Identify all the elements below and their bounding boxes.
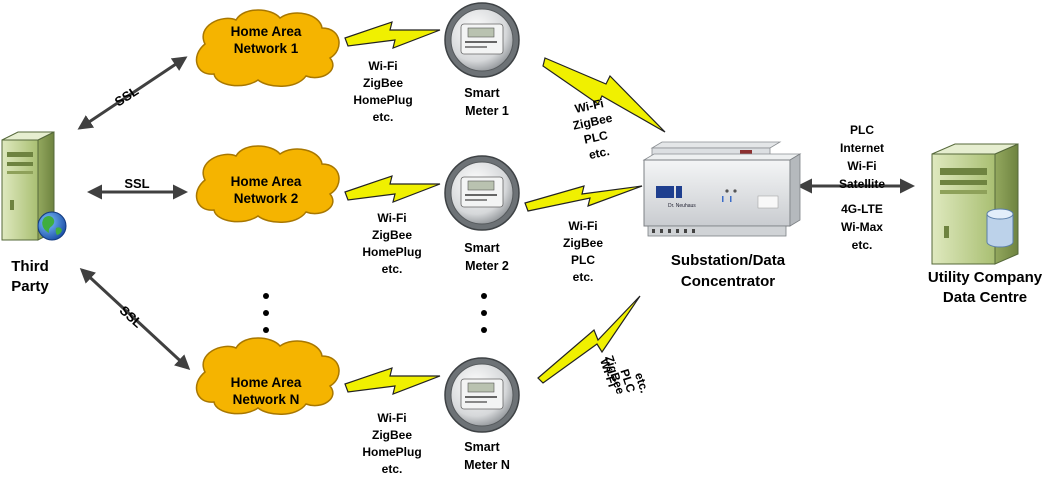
han-protocols-2: Wi-Fi ZigBee HomePlug etc. [362, 211, 421, 276]
wan-proto-2: Wi-Fi [847, 159, 876, 173]
han-1-proto-1: ZigBee [363, 76, 403, 90]
ssl-link-1 [77, 56, 188, 130]
network-1-label: Home Area [231, 24, 302, 39]
wan-proto-1: Internet [840, 141, 884, 155]
han-2-proto-1: ZigBee [372, 228, 412, 242]
third-party-label-2: Party [11, 278, 49, 295]
ellipsis-meters [481, 293, 487, 333]
han-2-proto-2: HomePlug [362, 245, 421, 259]
han-wireless-bolt-n [344, 367, 441, 395]
utility-label-2: Data Centre [943, 289, 1027, 306]
device-brand-text: Dr. Neuhaus [668, 203, 696, 209]
nan-1-proto-3: etc. [588, 144, 611, 162]
home-area-network-1-cloud: Home Area Network 1 [195, 9, 340, 87]
wan-proto-5: Wi-Max [841, 220, 883, 234]
data-concentrator-device-icon: Dr. Neuhaus [642, 141, 802, 237]
utility-label: Utility Company [928, 269, 1043, 286]
meter-2-label-2: Meter 2 [465, 259, 509, 273]
third-party-server-icon [1, 131, 55, 241]
han-wireless-bolt-1 [344, 21, 441, 49]
nan-1-proto-2: PLC [583, 128, 610, 147]
network-n-label: Home Area [231, 375, 302, 390]
nan-1-proto-0: Wi-Fi [573, 96, 604, 116]
concentrator-label: Substation/Data [671, 252, 786, 269]
nan-2-proto-2: PLC [571, 253, 595, 267]
han-n-proto-3: etc. [382, 462, 403, 476]
han-1-proto-3: etc. [373, 110, 394, 124]
nan-n-proto-3: etc. [632, 371, 652, 395]
home-area-network-2-cloud: Home Area Network 2 [195, 145, 340, 223]
han-protocols-n: Wi-Fi ZigBee HomePlug etc. [362, 411, 421, 476]
meter-1-label-2: Meter 1 [465, 104, 509, 118]
han-2-proto-3: etc. [382, 262, 403, 276]
home-area-network-n-cloud: Home Area Network N [195, 337, 340, 415]
nan-wireless-bolt-2 [524, 185, 643, 212]
han-protocols-1: Wi-Fi ZigBee HomePlug etc. [353, 59, 412, 124]
wan-proto-3: Satellite [839, 177, 885, 191]
han-n-proto-1: ZigBee [372, 428, 412, 442]
han-2-proto-0: Wi-Fi [377, 211, 406, 225]
network-2-label: Home Area [231, 174, 302, 189]
wan-proto-0: PLC [850, 123, 874, 137]
nan-2-proto-3: etc. [573, 270, 594, 284]
smart-meter-n-icon [444, 357, 520, 433]
wan-proto-6: etc. [852, 238, 873, 252]
nan-protocols-1: Wi-Fi ZigBee PLC etc. [571, 96, 613, 162]
wan-protocols: PLC Internet Wi-Fi Satellite 4G-LTE Wi-M… [839, 123, 885, 252]
han-1-proto-0: Wi-Fi [368, 59, 397, 73]
globe-icon [37, 211, 67, 241]
nan-wireless-bolt-1 [542, 57, 666, 133]
nan-2-proto-0: Wi-Fi [568, 219, 597, 233]
third-party-label: Third [11, 258, 49, 275]
meter-n-label: Smart [464, 440, 500, 454]
nan-2-proto-1: ZigBee [563, 236, 603, 250]
nan-protocols-n-rest: ZigBee PLC etc. [602, 354, 652, 397]
han-wireless-bolt-2 [344, 175, 441, 203]
meter-n-label-2: Meter N [464, 458, 510, 472]
concentrator-label-2: Concentrator [681, 273, 775, 290]
wan-proto-4: 4G-LTE [841, 202, 883, 216]
ssl-link-3 [79, 267, 191, 371]
ellipsis-networks [263, 293, 269, 333]
han-1-proto-2: HomePlug [353, 93, 412, 107]
han-n-proto-0: Wi-Fi [377, 411, 406, 425]
network-1-label-2: Network 1 [234, 41, 299, 56]
network-n-label-2: Network N [233, 392, 300, 407]
nan-protocols-2: Wi-Fi ZigBee PLC etc. [563, 219, 603, 284]
nan-wireless-bolt-n [537, 295, 641, 384]
ssl-label-2: SSL [124, 176, 149, 191]
smart-meter-1-icon [444, 2, 520, 78]
meter-2-label: Smart [464, 241, 500, 255]
smart-meter-2-icon [444, 155, 520, 231]
database-icon [986, 208, 1014, 248]
han-n-proto-2: HomePlug [362, 445, 421, 459]
meter-1-label: Smart [464, 86, 500, 100]
network-2-label-2: Network 2 [234, 191, 299, 206]
